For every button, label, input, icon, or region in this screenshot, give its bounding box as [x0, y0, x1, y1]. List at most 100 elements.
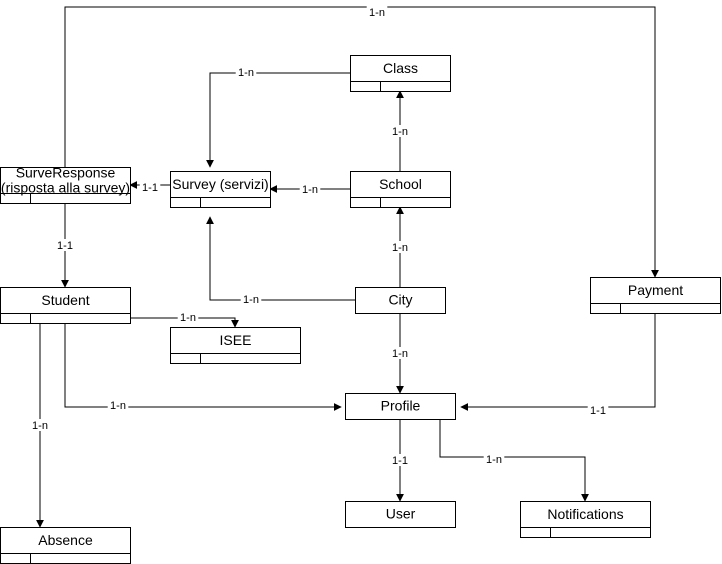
- entity-class[interactable]: Class: [350, 55, 451, 92]
- cardinality-label: 1-n: [243, 294, 259, 306]
- entity-box[interactable]: [590, 277, 721, 314]
- entity-label: Survey (servizi): [172, 176, 268, 192]
- cardinality-label: 1-1: [392, 455, 408, 467]
- entity-label-line: City: [388, 292, 412, 308]
- cardinality-background: [29, 419, 51, 431]
- cardinality-label: 1-n: [392, 348, 408, 360]
- entity-label: SurveResponse(risposta alla survey): [1, 164, 130, 195]
- cardinality-label: 1-n: [238, 67, 254, 79]
- cardinality-background: [389, 125, 411, 137]
- entity-label-line: Payment: [628, 282, 683, 298]
- cardinality-student-profile: 1-n: [107, 399, 129, 412]
- cardinality-background: [366, 6, 388, 18]
- cardinality-background: [139, 181, 161, 193]
- entity-box[interactable]: [355, 287, 446, 314]
- entity-label: Class: [383, 60, 418, 76]
- entity-label: Student: [41, 292, 89, 308]
- cardinality-background: [483, 453, 505, 465]
- entity-absence[interactable]: Absence: [0, 527, 131, 564]
- relations-layer: [36, 6, 659, 528]
- cardinality-label: 1-n: [486, 454, 502, 466]
- entity-box[interactable]: [0, 167, 131, 204]
- cardinality-label: 1-n: [32, 420, 48, 432]
- entity-box[interactable]: [170, 327, 301, 364]
- entity-box[interactable]: [0, 287, 131, 324]
- entity-label: Notifications: [547, 506, 623, 522]
- cardinality-class-survey: 1-n: [235, 66, 257, 79]
- entity-school[interactable]: School: [350, 171, 451, 208]
- cardinality-profile-user: 1-1: [389, 454, 411, 467]
- entity-profile[interactable]: Profile: [345, 393, 456, 420]
- relation-surve_response-payment[interactable]: [64, 6, 659, 278]
- entity-label-line: Student: [41, 292, 89, 308]
- entity-survey[interactable]: Survey (servizi): [170, 171, 271, 208]
- entity-label: City: [388, 292, 412, 308]
- entity-box[interactable]: [170, 171, 271, 208]
- cardinality-payment-profile: 1-1: [587, 404, 609, 417]
- entity-surve-response[interactable]: SurveResponse(risposta alla survey): [0, 164, 131, 204]
- cardinality-school-survey: 1-n: [299, 183, 321, 196]
- entity-notifications[interactable]: Notifications: [520, 501, 651, 538]
- relation-city-survey[interactable]: [206, 216, 355, 301]
- cardinality-surve_response-payment: 1-n: [366, 6, 388, 19]
- cardinality-background: [54, 239, 76, 251]
- entity-box[interactable]: [345, 501, 456, 528]
- cardinality-background: [587, 404, 609, 416]
- entity-label-line: School: [379, 176, 422, 192]
- cardinality-student-absence: 1-n: [29, 419, 51, 432]
- entity-student[interactable]: Student: [0, 287, 131, 324]
- cardinality-student-isee: 1-n: [177, 311, 199, 324]
- cardinality-label: 1-n: [180, 312, 196, 324]
- relation-class-survey[interactable]: [206, 72, 350, 168]
- entity-label-line: Absence: [38, 532, 93, 548]
- relation-student-isee[interactable]: [130, 317, 239, 328]
- entity-label: User: [386, 506, 416, 522]
- relation-profile-notifications[interactable]: [439, 419, 589, 502]
- cardinality-survey-surve_response: 1-1: [139, 181, 161, 194]
- relation-labels-layer: 1-n 1-n 1-n 1-n 1-1 1-1 1-n 1-n 1-n 1-n 1-n 1-1 1-n 1…: [29, 6, 609, 467]
- entity-box[interactable]: [350, 171, 451, 208]
- relation-student-profile[interactable]: [64, 323, 342, 411]
- cardinality-city-profile: 1-n: [389, 347, 411, 360]
- entity-label: Payment: [628, 282, 683, 298]
- entity-box[interactable]: [0, 527, 131, 564]
- cardinality-background: [389, 241, 411, 253]
- relation-payment-profile[interactable]: [460, 313, 656, 411]
- cardinality-label: 1-n: [369, 7, 385, 19]
- entity-label-line: Class: [383, 60, 418, 76]
- entity-user[interactable]: User: [345, 501, 456, 528]
- entity-box[interactable]: [350, 55, 451, 92]
- cardinality-background: [389, 347, 411, 359]
- entity-label: ISEE: [220, 332, 252, 348]
- entity-label-line: Survey (servizi): [172, 176, 268, 192]
- entity-label-line: Notifications: [547, 506, 623, 522]
- cardinality-label: 1-n: [392, 242, 408, 254]
- entity-isee[interactable]: ISEE: [170, 327, 301, 364]
- entity-label-line: Profile: [381, 398, 421, 414]
- cardinality-label: 1-1: [57, 240, 73, 252]
- cardinality-background: [107, 399, 129, 411]
- entity-label: Profile: [381, 398, 421, 414]
- cardinality-city-school: 1-n: [389, 241, 411, 254]
- entity-label-line: ISEE: [220, 332, 252, 348]
- entity-payment[interactable]: Payment: [590, 277, 721, 314]
- entity-label-line: User: [386, 506, 416, 522]
- entity-label-line: (risposta alla survey): [1, 179, 130, 195]
- entity-label: Absence: [38, 532, 93, 548]
- entity-box[interactable]: [520, 501, 651, 538]
- cardinality-background: [240, 293, 262, 305]
- entity-city[interactable]: City: [355, 287, 446, 314]
- cardinality-profile-notifications: 1-n: [483, 453, 505, 466]
- cardinality-label: 1-1: [590, 405, 606, 417]
- cardinality-city-survey: 1-n: [240, 293, 262, 306]
- cardinality-surve_response-student: 1-1: [54, 239, 76, 252]
- cardinality-label: 1-1: [142, 182, 158, 194]
- entity-box[interactable]: [345, 393, 456, 420]
- cardinality-background: [177, 311, 199, 323]
- cardinality-background: [235, 66, 257, 78]
- cardinality-background: [389, 454, 411, 466]
- entity-label: School: [379, 176, 422, 192]
- cardinality-label: 1-n: [302, 184, 318, 196]
